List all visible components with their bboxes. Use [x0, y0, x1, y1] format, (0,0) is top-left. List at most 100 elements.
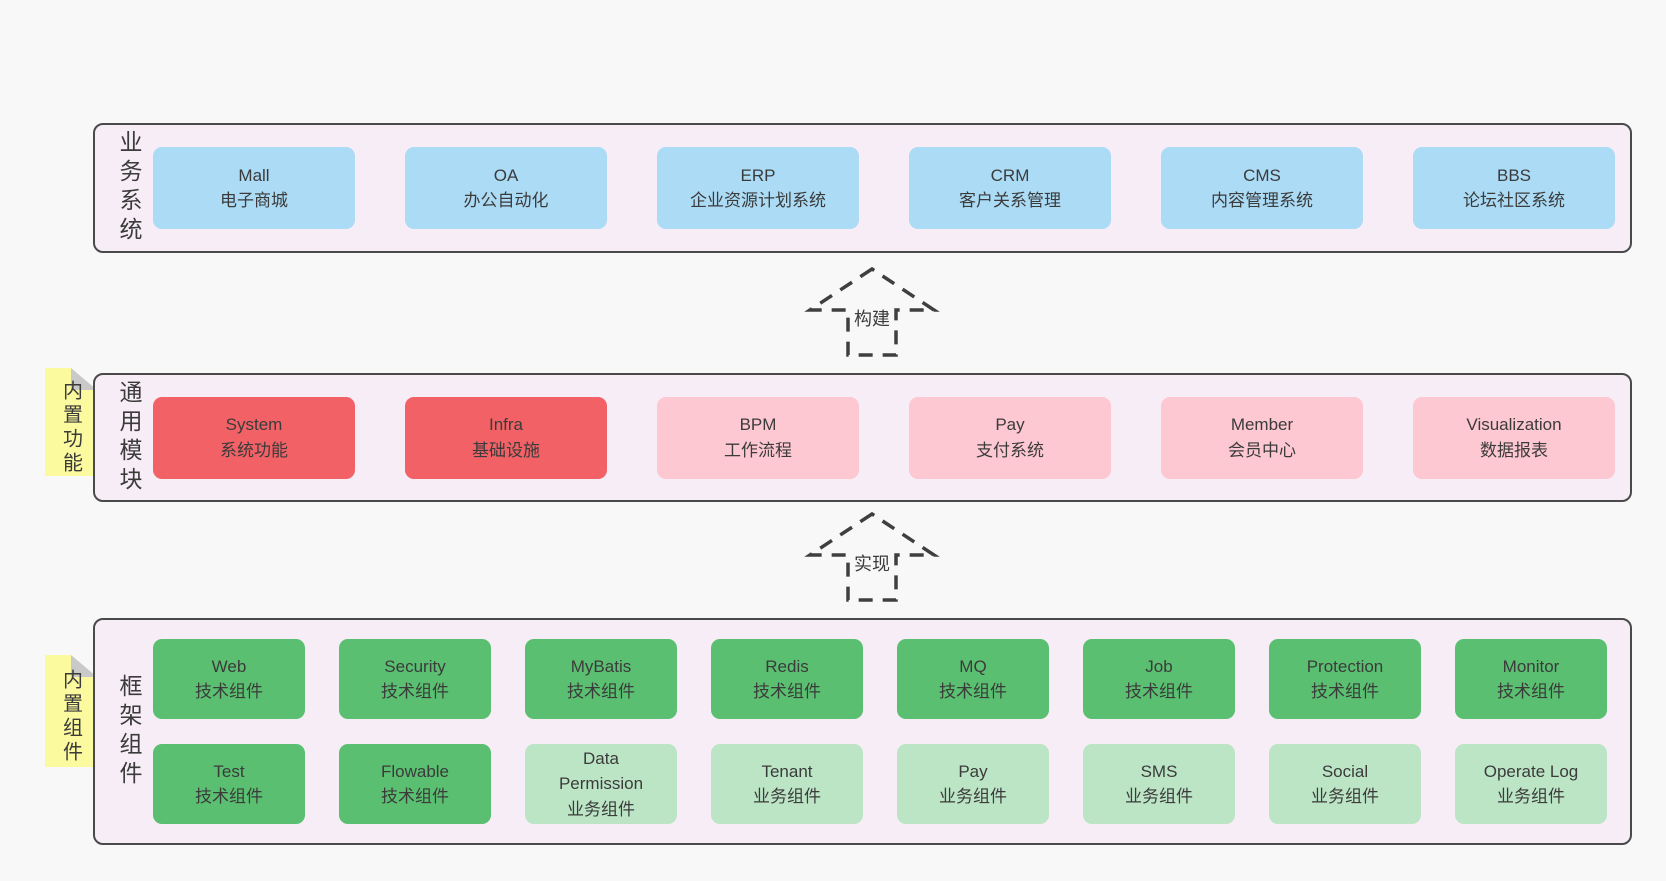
box-desc: 技术组件 — [567, 682, 635, 701]
box-name: Mall — [238, 165, 270, 185]
section-label: 通用模块 — [116, 379, 142, 496]
box-desc: 论坛社区系统 — [1463, 191, 1565, 210]
box-name: Tenant — [761, 761, 813, 781]
box-name: System — [225, 415, 283, 434]
box-name: Pay — [958, 761, 988, 781]
dashed-up-arrow-icon — [804, 511, 940, 602]
box-name: Pay — [995, 415, 1025, 434]
box-name: Redis — [765, 656, 809, 676]
section-business-systems: 业务系统 Mall 电子商城 OA 办公自动化 ERP 企业资源计划系统 CRM 客户关系管理… — [93, 123, 1632, 253]
module-box-member: Member 会员中心 — [1161, 396, 1363, 479]
box-desc: 技术组件 — [195, 787, 263, 806]
arrow-implement: 实现 — [804, 511, 940, 603]
module-box-test: Test 技术组件 — [153, 744, 305, 824]
box-name: Security — [384, 656, 446, 676]
arrow-build: 构建 — [804, 266, 940, 358]
box-name: SMS — [1140, 761, 1178, 781]
box-name: Web — [211, 656, 247, 676]
module-box-web: Web 技术组件 — [153, 639, 305, 719]
module-box-data-permission: Data Permission 业务组件 — [525, 744, 677, 824]
box-name: Visualization — [1466, 415, 1562, 434]
box-desc: 业务组件 — [753, 787, 821, 806]
box-desc: 业务组件 — [567, 799, 635, 819]
module-box-erp: ERP 企业资源计划系统 — [657, 147, 859, 229]
sticky-tag-label: 内置组件 — [59, 669, 82, 765]
module-box-pay: Pay 业务组件 — [897, 744, 1049, 824]
box-name: Test — [213, 761, 245, 781]
module-box-crm: CRM 客户关系管理 — [909, 147, 1111, 229]
box-desc: 支付系统 — [976, 440, 1044, 460]
arrow-label: 实现 — [850, 549, 894, 577]
box-desc: 数据报表 — [1480, 440, 1548, 460]
box-desc: 会员中心 — [1228, 440, 1296, 460]
module-box-protection: Protection 技术组件 — [1269, 639, 1421, 719]
box-name: ERP — [740, 165, 776, 185]
box-name: Operate Log — [1483, 761, 1579, 781]
dashed-up-arrow-icon — [804, 266, 940, 357]
section-label: 框架组件 — [116, 673, 142, 790]
module-row: Mall 电子商城 OA 办公自动化 ERP 企业资源计划系统 CRM 客户关系管理 CMS 内容… — [153, 147, 1624, 229]
box-desc: 技术组件 — [753, 682, 821, 701]
box-desc: 企业资源计划系统 — [690, 191, 826, 210]
module-box-bpm: BPM 工作流程 — [657, 396, 859, 479]
sticky-tag-built-in-components: 内置组件 — [45, 655, 97, 767]
module-box-job: Job 技术组件 — [1083, 639, 1235, 719]
module-box-security: Security 技术组件 — [339, 639, 491, 719]
box-desc: 业务组件 — [1125, 787, 1193, 806]
module-box-monitor: Monitor 技术组件 — [1455, 639, 1607, 719]
box-name: Social — [1321, 761, 1369, 781]
module-box-visualization: Visualization 数据报表 — [1413, 396, 1615, 479]
sticky-tag-label: 内置功能 — [59, 380, 82, 476]
box-desc: 办公自动化 — [463, 191, 549, 210]
box-name: BPM — [739, 415, 777, 434]
box-name: BBS — [1496, 165, 1532, 185]
box-name: Protection — [1306, 656, 1384, 676]
box-name: Data Permission — [558, 748, 644, 794]
sticky-tag-built-in-features: 内置功能 — [45, 368, 97, 476]
arrow-label: 构建 — [850, 304, 894, 332]
box-desc: 技术组件 — [1497, 682, 1565, 701]
box-name: CMS — [1243, 165, 1281, 185]
box-desc: 技术组件 — [1125, 682, 1193, 701]
box-name: CRM — [990, 165, 1030, 185]
section-label: 业务系统 — [116, 130, 142, 246]
module-box-system: System 系统功能 — [153, 396, 355, 479]
box-name: MQ — [959, 656, 987, 676]
box-name: Monitor — [1502, 656, 1560, 676]
box-desc: 技术组件 — [381, 787, 449, 806]
module-box-pay: Pay 支付系统 — [909, 396, 1111, 479]
box-name: Flowable — [380, 761, 450, 781]
box-name: Member — [1230, 415, 1294, 434]
box-desc: 工作流程 — [724, 440, 792, 460]
module-box-mall: Mall 电子商城 — [153, 147, 355, 229]
module-box-cms: CMS 内容管理系统 — [1161, 147, 1363, 229]
module-box-bbs: BBS 论坛社区系统 — [1413, 147, 1615, 229]
box-desc: 技术组件 — [381, 682, 449, 701]
box-desc: 系统功能 — [220, 440, 288, 460]
module-box-sms: SMS 业务组件 — [1083, 744, 1235, 824]
section-common-modules: 通用模块 System 系统功能 Infra 基础设施 BPM 工作流程 Pay 支付系统 Me… — [93, 373, 1632, 502]
module-box-oa: OA 办公自动化 — [405, 147, 607, 229]
box-desc: 电子商城 — [220, 191, 288, 210]
module-box-redis: Redis 技术组件 — [711, 639, 863, 719]
box-desc: 客户关系管理 — [959, 191, 1061, 210]
box-name: Infra — [488, 415, 524, 434]
box-desc: 基础设施 — [472, 440, 540, 460]
box-name: Job — [1145, 656, 1173, 676]
module-box-flowable: Flowable 技术组件 — [339, 744, 491, 824]
box-desc: 技术组件 — [1311, 682, 1379, 701]
box-desc: 内容管理系统 — [1211, 191, 1313, 210]
box-desc: 业务组件 — [939, 787, 1007, 806]
box-name: OA — [493, 165, 519, 185]
module-grid: Mall 电子商城 OA 办公自动化 ERP 企业资源计划系统 CRM 客户关系管理 CMS 内容… — [153, 125, 1624, 251]
module-box-infra: Infra 基础设施 — [405, 396, 607, 479]
box-desc: 技术组件 — [195, 682, 263, 701]
module-row: System 系统功能 Infra 基础设施 BPM 工作流程 Pay 支付系统 Member 会… — [153, 396, 1624, 479]
